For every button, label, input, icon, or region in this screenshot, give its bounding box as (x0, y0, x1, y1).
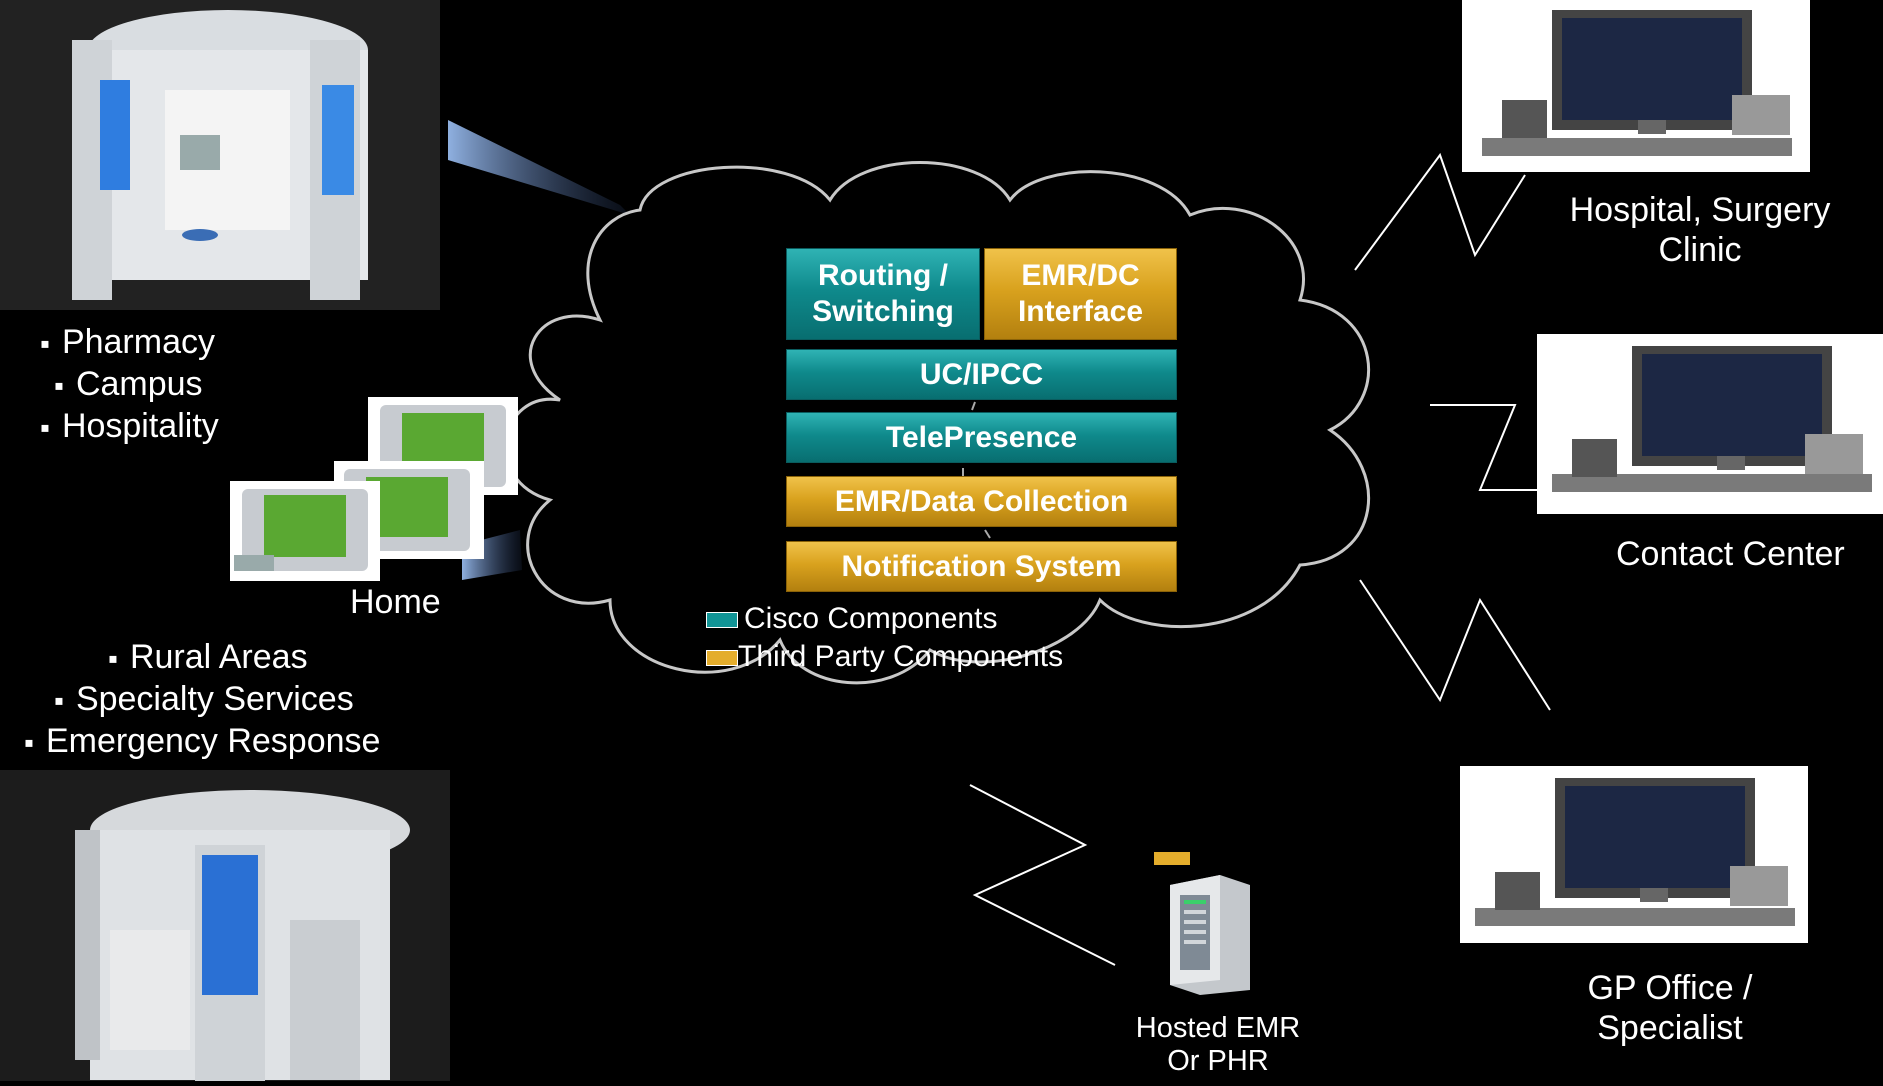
use-item: Specialty Services (54, 679, 380, 721)
contact-center-link (1430, 404, 1540, 491)
gp-office-station-image (1460, 766, 1808, 943)
component-label: TelePresence (885, 420, 1078, 454)
kiosk-bottom-image (0, 770, 450, 1081)
component-notification-system: Notification System (786, 541, 1177, 592)
kiosk-top-uses: Pharmacy Campus Hospitality (40, 322, 219, 448)
kiosk-top-image (0, 0, 440, 310)
telepresence-station-icon (1482, 10, 1792, 156)
legend: Cisco Components Third Party Components (706, 600, 1063, 676)
component-label: UC/IPCC (919, 357, 1044, 391)
use-item: Campus (54, 364, 219, 406)
component-routing-switching: Routing / Switching (786, 248, 980, 340)
hospital-station-image (1462, 0, 1810, 172)
home-monitor-device-icon (230, 397, 518, 581)
home-label: Home (350, 583, 441, 621)
component-label: Notification System (841, 549, 1122, 583)
emr-link (969, 784, 1116, 966)
legend-label: Third Party Components (738, 640, 1064, 673)
home-devices-image (230, 395, 520, 585)
third-party-marker (1154, 852, 1190, 865)
hosted-emr-label: Hosted EMR Or PHR (1135, 1012, 1301, 1077)
legend-swatch-third-party (706, 650, 738, 667)
legend-item-third-party: Third Party Components (706, 638, 1063, 676)
legend-item-cisco: Cisco Components (706, 600, 1063, 638)
kiosk-bottom-uses: Rural Areas Specialty Services Emergency… (24, 637, 381, 763)
hospital-link (1354, 152, 1526, 271)
component-label: Routing / Switching (812, 259, 954, 328)
component-label: EMR/DC Interface (1017, 259, 1144, 328)
use-item: Rural Areas (108, 637, 380, 679)
kiosk-link-beam (448, 120, 630, 215)
server-tower-icon (1170, 875, 1250, 995)
kiosk-booth-icon (0, 0, 440, 310)
component-emr-dc-interface: EMR/DC Interface (984, 248, 1177, 340)
component-telepresence: TelePresence (786, 412, 1177, 463)
legend-swatch-cisco (706, 612, 738, 629)
server-image (1160, 870, 1260, 995)
hospital-label: Hospital, Surgery Clinic (1569, 191, 1831, 269)
use-item: Hospitality (40, 406, 219, 448)
component-uc-ipcc: UC/IPCC (786, 349, 1177, 400)
contact-center-label: Contact Center (1616, 535, 1845, 573)
contact-center-station-image (1537, 334, 1883, 514)
gp-office-label: GP Office / Specialist (1587, 969, 1753, 1047)
telepresence-station-icon (1552, 346, 1872, 492)
component-label: EMR/Data Collection (834, 484, 1129, 518)
legend-label: Cisco Components (744, 602, 998, 635)
gp-office-link (1359, 579, 1551, 711)
use-item: Pharmacy (40, 322, 219, 364)
use-item: Emergency Response (24, 721, 381, 763)
telepresence-station-icon (1475, 778, 1795, 926)
kiosk-booth-icon (0, 770, 450, 1081)
component-emr-data-collection: EMR/Data Collection (786, 476, 1177, 527)
